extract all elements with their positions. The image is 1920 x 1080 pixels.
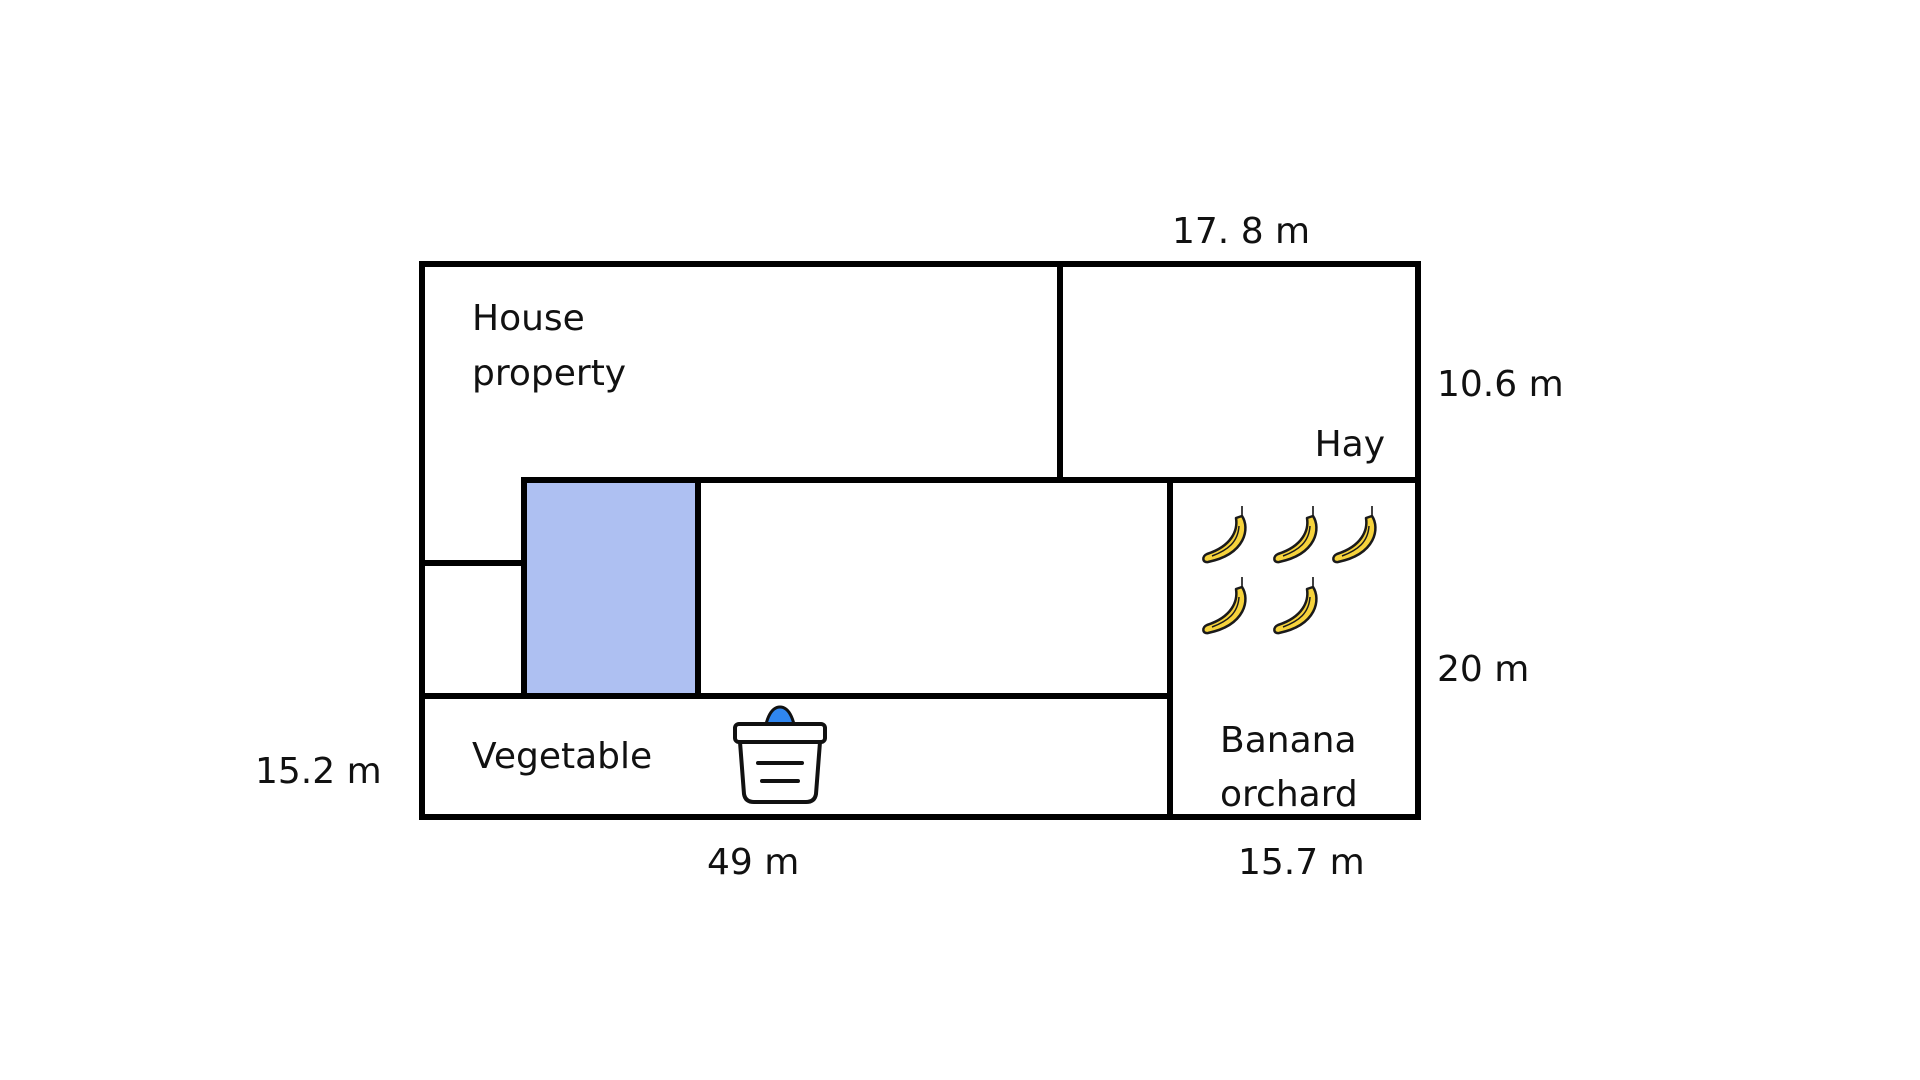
outer-boundary [419,261,1421,820]
vegetable-basket-icon [733,705,827,804]
banana-icon [1202,575,1247,635]
dim-bottom-left: 49 m [707,842,799,883]
house-label-line2: property [472,353,626,394]
dim-right-upper: 10.6 m [1437,364,1564,405]
banana-icon [1332,504,1377,564]
house-label-line1: House [472,298,585,339]
banana-icon [1202,504,1247,564]
banana-label-line1: Banana [1220,720,1357,761]
plot-boundaries [419,261,1421,820]
banana-label-line2: orchard [1220,774,1358,815]
dim-bottom-right: 15.7 m [1238,842,1365,883]
dim-right-lower: 20 m [1437,649,1529,690]
banana-icon [1273,504,1318,564]
vegetable-label: Vegetable [472,736,652,777]
dim-top-right: 17. 8 m [1172,211,1310,252]
banana-icon-group [1202,504,1377,635]
hay-label: Hay [1315,424,1385,465]
blue-plot [524,480,698,696]
dim-left: 15.2 m [255,751,382,792]
banana-icon [1273,575,1318,635]
